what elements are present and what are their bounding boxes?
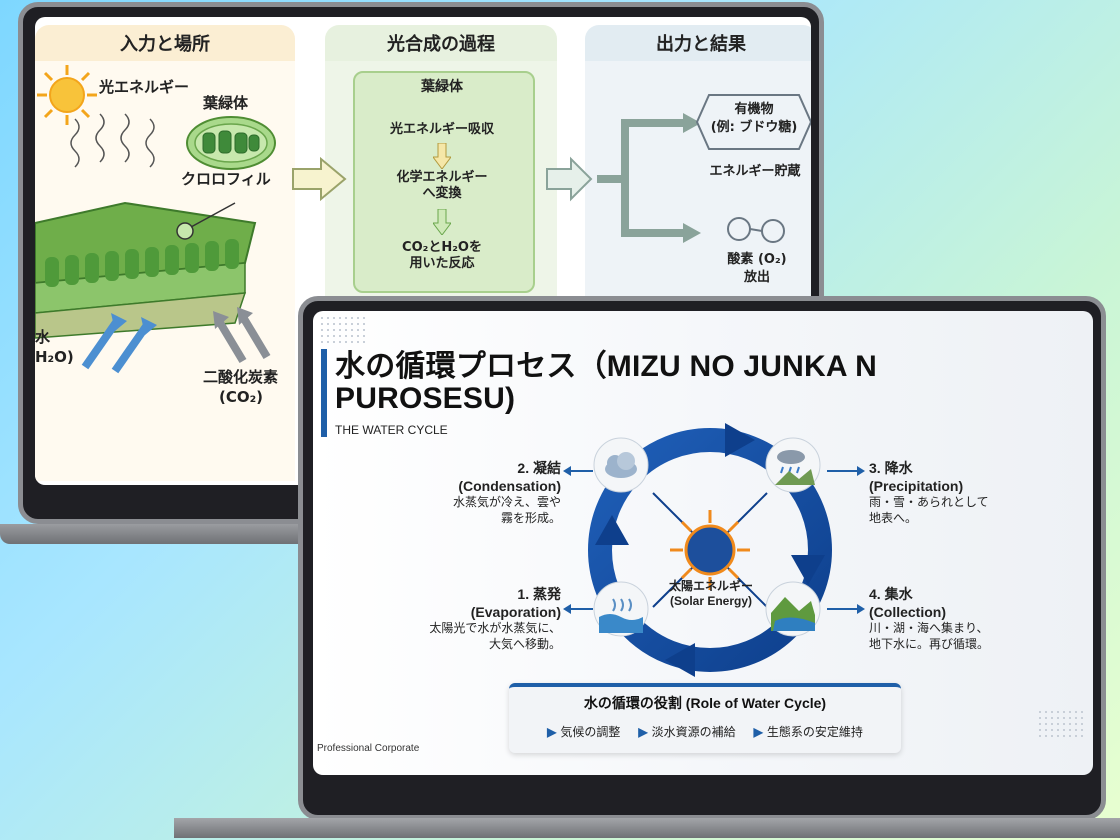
photosynthesis-slide: 入力と場所 光合成の過程 出力と結果 光エネルギー 葉緑体 — [35, 17, 811, 485]
oxygen-molecule-icon — [727, 217, 785, 243]
condensation-cloud-icon — [593, 437, 649, 493]
title-accent-bar — [321, 349, 327, 437]
stage-collection-desc-1: 川・湖・海へ集まり、 — [869, 621, 989, 636]
stage-evaporation-desc-1: 太陽光で水が水蒸気に、 — [429, 621, 561, 636]
chloroplast-icon — [186, 116, 276, 170]
water-cycle-diagram — [588, 423, 832, 677]
process-step-react-2: 用いた反応 — [409, 256, 475, 271]
organic-matter-label: 有機物 — [734, 102, 774, 117]
sun-icon — [37, 65, 97, 125]
co2-label: 二酸化炭素 — [203, 368, 279, 386]
water-arrows-icon — [81, 313, 157, 374]
role-item-label: 淡水資源の補給 — [651, 725, 736, 739]
stage-condensation-desc-1: 水蒸気が冷え、雲や — [452, 495, 561, 510]
stage-collection-name: 4. 集水 — [869, 586, 913, 602]
leaf-cross-section-icon — [35, 201, 257, 339]
stage-condensation-en: (Condensation) — [458, 478, 561, 495]
energy-storage-label: エネルギー貯蔵 — [709, 164, 801, 179]
co2-formula: (CO₂) — [219, 388, 264, 406]
water-label: 水 — [35, 328, 51, 346]
process-step-convert-1: 化学エネルギー — [396, 170, 488, 185]
arrow-right-icon — [827, 604, 865, 614]
slide-title: 水の循環プロセス（MIZU NO JUNKA N PUROSESU) — [335, 351, 877, 414]
laptop-front-base — [174, 818, 1120, 838]
stage-precipitation-desc-1: 雨・雪・あられとして — [869, 495, 989, 510]
role-item-label: 生態系の安定維持 — [766, 725, 863, 739]
role-summary-box: 水の循環の役割 (Role of Water Cycle) ▶気候の調整 ▶淡水… — [509, 683, 901, 753]
process-step-react-1: CO₂とH₂Oを — [402, 240, 482, 255]
dot-pattern-decoration — [319, 315, 367, 347]
footer-brand: Professional Corporate — [317, 743, 420, 754]
column-header-process: 光合成の過程 — [325, 25, 557, 61]
slide-title-line-1: 水の循環プロセス（MIZU NO JUNKA N — [335, 350, 878, 383]
co2-arrows-icon — [213, 307, 271, 364]
laptop-front: 水の循環プロセス（MIZU NO JUNKA N PUROSESU) THE W… — [298, 296, 1106, 820]
laptop-back: 入力と場所 光合成の過程 出力と結果 光エネルギー 葉緑体 — [18, 2, 824, 524]
role-items: ▶気候の調整 ▶淡水資源の補給 ▶生態系の安定維持 — [509, 723, 901, 740]
slide-title-line-2: PUROSESU) — [335, 381, 516, 415]
stage-evaporation-en: (Evaporation) — [470, 604, 561, 621]
stage-condensation-desc-2: 霧を形成。 — [500, 510, 561, 525]
process-step-absorb: 光エネルギー吸収 — [389, 122, 494, 137]
stage-precipitation-en: (Precipitation) — [869, 478, 964, 495]
arrow-left-icon — [563, 466, 593, 476]
stage-precipitation: 3. 降水 (Precipitation) 雨・雪・あられとして 地表へ。 — [869, 459, 1029, 527]
stage-collection: 4. 集水 (Collection) 川・湖・海へ集まり、 地下水に。再び循環。 — [869, 585, 1039, 653]
oxygen-label: 酸素 (O₂) — [727, 252, 787, 267]
stage-collection-desc-2: 地下水に。再び循環。 — [869, 636, 990, 651]
solar-energy-title: 太陽エネルギー — [668, 579, 753, 593]
role-title: 水の循環の役割 (Role of Water Cycle) — [583, 695, 827, 711]
evaporation-icon — [593, 581, 649, 637]
branch-arrow-icon — [546, 113, 701, 243]
light-rays-icon — [70, 113, 155, 168]
stage-evaporation-name: 1. 蒸発 — [517, 586, 561, 602]
role-item: ▶淡水資源の補給 — [638, 723, 735, 740]
stage-precipitation-desc-2: 地表へ。 — [869, 510, 918, 525]
triangle-bullet-icon: ▶ — [638, 725, 648, 739]
light-energy-label: 光エネルギー — [99, 78, 190, 96]
arrow-down-icon — [433, 143, 451, 169]
dot-pattern-decoration — [1037, 709, 1085, 741]
oxygen-release: 放出 — [743, 270, 770, 285]
water-formula: H₂O) — [35, 348, 74, 366]
organic-matter-example: (例: ブドウ糖) — [710, 120, 798, 135]
column-header-outputs: 出力と結果 — [585, 25, 811, 61]
solar-energy-label: 太陽エネルギー (Solar Energy) — [651, 579, 771, 609]
solar-energy-subtitle: (Solar Energy) — [669, 594, 753, 608]
chloroplast-label: 葉緑体 — [203, 94, 249, 112]
role-item-label: 気候の調整 — [560, 725, 621, 739]
process-step-convert-2: へ変換 — [422, 186, 462, 201]
stage-evaporation: 1. 蒸発 (Evaporation) 太陽光で水が水蒸気に、 大気へ移動。 — [401, 585, 561, 653]
stage-evaporation-desc-2: 大気へ移動。 — [488, 636, 561, 651]
stage-condensation-name: 2. 凝結 — [517, 460, 561, 476]
process-box-title: 葉緑体 — [421, 79, 463, 95]
arrow-down-icon — [433, 209, 451, 235]
collection-landscape-icon — [765, 581, 821, 637]
triangle-bullet-icon: ▶ — [753, 725, 763, 739]
stage-collection-en: (Collection) — [869, 604, 946, 621]
slide-subtitle: THE WATER CYCLE — [335, 423, 448, 437]
role-item: ▶気候の調整 — [547, 723, 620, 740]
role-item: ▶生態系の安定維持 — [754, 723, 863, 740]
arrow-left-icon — [563, 604, 593, 614]
stage-condensation: 2. 凝結 (Condensation) 水蒸気が冷え、雲や 霧を形成。 — [411, 459, 561, 527]
chloroplast-process-box — [353, 71, 535, 293]
arrow-right-icon — [292, 157, 347, 201]
chlorophyll-label: クロロフィル — [181, 170, 271, 188]
precipitation-icon — [765, 437, 821, 493]
water-cycle-slide: 水の循環プロセス（MIZU NO JUNKA N PUROSESU) THE W… — [313, 311, 1093, 775]
column-header-inputs: 入力と場所 — [35, 25, 295, 61]
organic-hexagon-icon — [695, 94, 811, 150]
arrow-right-icon — [827, 466, 865, 476]
triangle-bullet-icon: ▶ — [547, 725, 557, 739]
stage-precipitation-name: 3. 降水 — [869, 460, 913, 476]
laptop-back-base — [0, 524, 380, 544]
